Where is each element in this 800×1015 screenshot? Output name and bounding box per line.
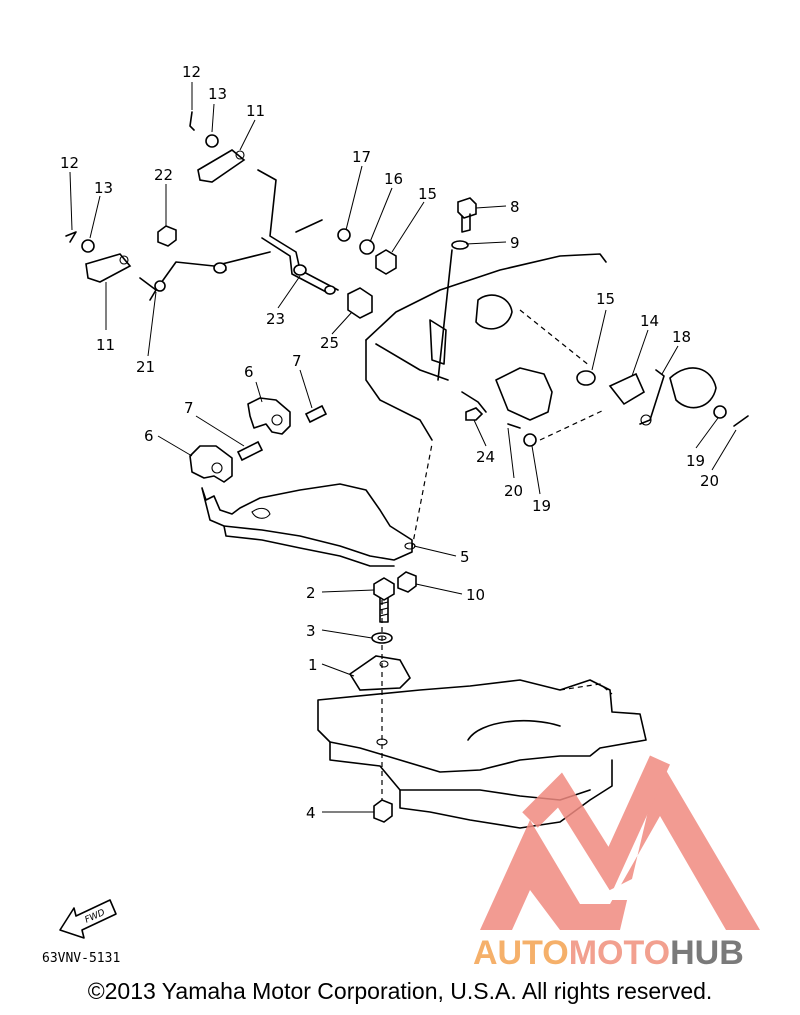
callout-11-left: 11 (96, 336, 115, 354)
rod-joint-upper (197, 149, 246, 183)
callout-3: 3 (306, 622, 316, 640)
watermark-hub: HUB (670, 934, 744, 972)
callout-19-right: 19 (686, 452, 705, 470)
clamp-block-upper (247, 397, 291, 435)
callout-1: 1 (308, 656, 318, 674)
clamp-block-lower (189, 445, 233, 483)
callout-2: 2 (306, 584, 316, 602)
watermark-logo-icon (480, 755, 760, 930)
callout-4: 4 (306, 804, 316, 822)
callout-14: 14 (640, 312, 659, 330)
diagram-code: 63VNV-5131 (42, 951, 121, 966)
cotter-pins (65, 111, 195, 243)
watermark-auto: AUTO (473, 934, 569, 972)
callout-13-left: 13 (94, 179, 113, 197)
callout-22: 22 (154, 166, 173, 184)
callout-20-lower: 20 (504, 482, 523, 500)
callout-7-lower: 7 (184, 399, 194, 417)
callout-5: 5 (460, 548, 470, 566)
washers-small (81, 134, 469, 255)
pin-lower (236, 440, 264, 462)
callout-21: 21 (136, 358, 155, 376)
plate-1 (348, 655, 411, 691)
leader-lines (69, 82, 737, 813)
linkage-rod-23 (257, 169, 339, 295)
callout-18: 18 (672, 328, 691, 346)
callout-16: 16 (384, 170, 403, 188)
callout-8: 8 (510, 198, 520, 216)
right-lever-assembly (507, 367, 749, 447)
callout-19-lower: 19 (532, 497, 551, 515)
watermark-wordmark: AUTOMOTOHUB (473, 934, 744, 973)
callout-24: 24 (476, 448, 495, 466)
steering-bracket (201, 483, 416, 567)
collar-25 (347, 287, 373, 319)
callout-6-upper: 6 (244, 363, 254, 381)
fwd-arrow-icon: FWD (59, 899, 117, 939)
callout-10: 10 (466, 586, 485, 604)
callout-23: 23 (266, 310, 285, 328)
watermark-moto: MOTO (568, 934, 671, 972)
callout-7-upper: 7 (292, 352, 302, 370)
assembly-lines (381, 309, 605, 800)
callout-6-lower: 6 (144, 427, 154, 445)
callout-11-top: 11 (246, 102, 265, 120)
nut-4 (373, 799, 393, 823)
base-bracket (317, 679, 647, 829)
nut-15-upper (375, 249, 397, 275)
callout-13-top: 13 (208, 85, 227, 103)
callout-17: 17 (352, 148, 371, 166)
nut-10 (397, 571, 417, 593)
callout-20-right: 20 (700, 472, 719, 490)
callout-15-right: 15 (596, 290, 615, 308)
bolt-8 (457, 197, 477, 233)
callout-12-left: 12 (60, 154, 79, 172)
callout-labels: 12 13 11 12 13 22 11 21 23 17 16 15 8 9 … (60, 63, 719, 822)
linkage-rod-21 (139, 251, 271, 301)
bolt-2 (373, 577, 395, 623)
pin-upper (304, 404, 328, 424)
callout-12-top: 12 (182, 63, 201, 81)
callout-15-upper: 15 (418, 185, 437, 203)
rod-joint-lower (85, 253, 132, 283)
swivel-housing (365, 249, 607, 441)
callout-25: 25 (320, 334, 339, 352)
callout-9: 9 (510, 234, 520, 252)
copyright-notice: ©2013 Yamaha Motor Corporation, U.S.A. A… (87, 978, 713, 1004)
nut-22 (157, 225, 177, 247)
